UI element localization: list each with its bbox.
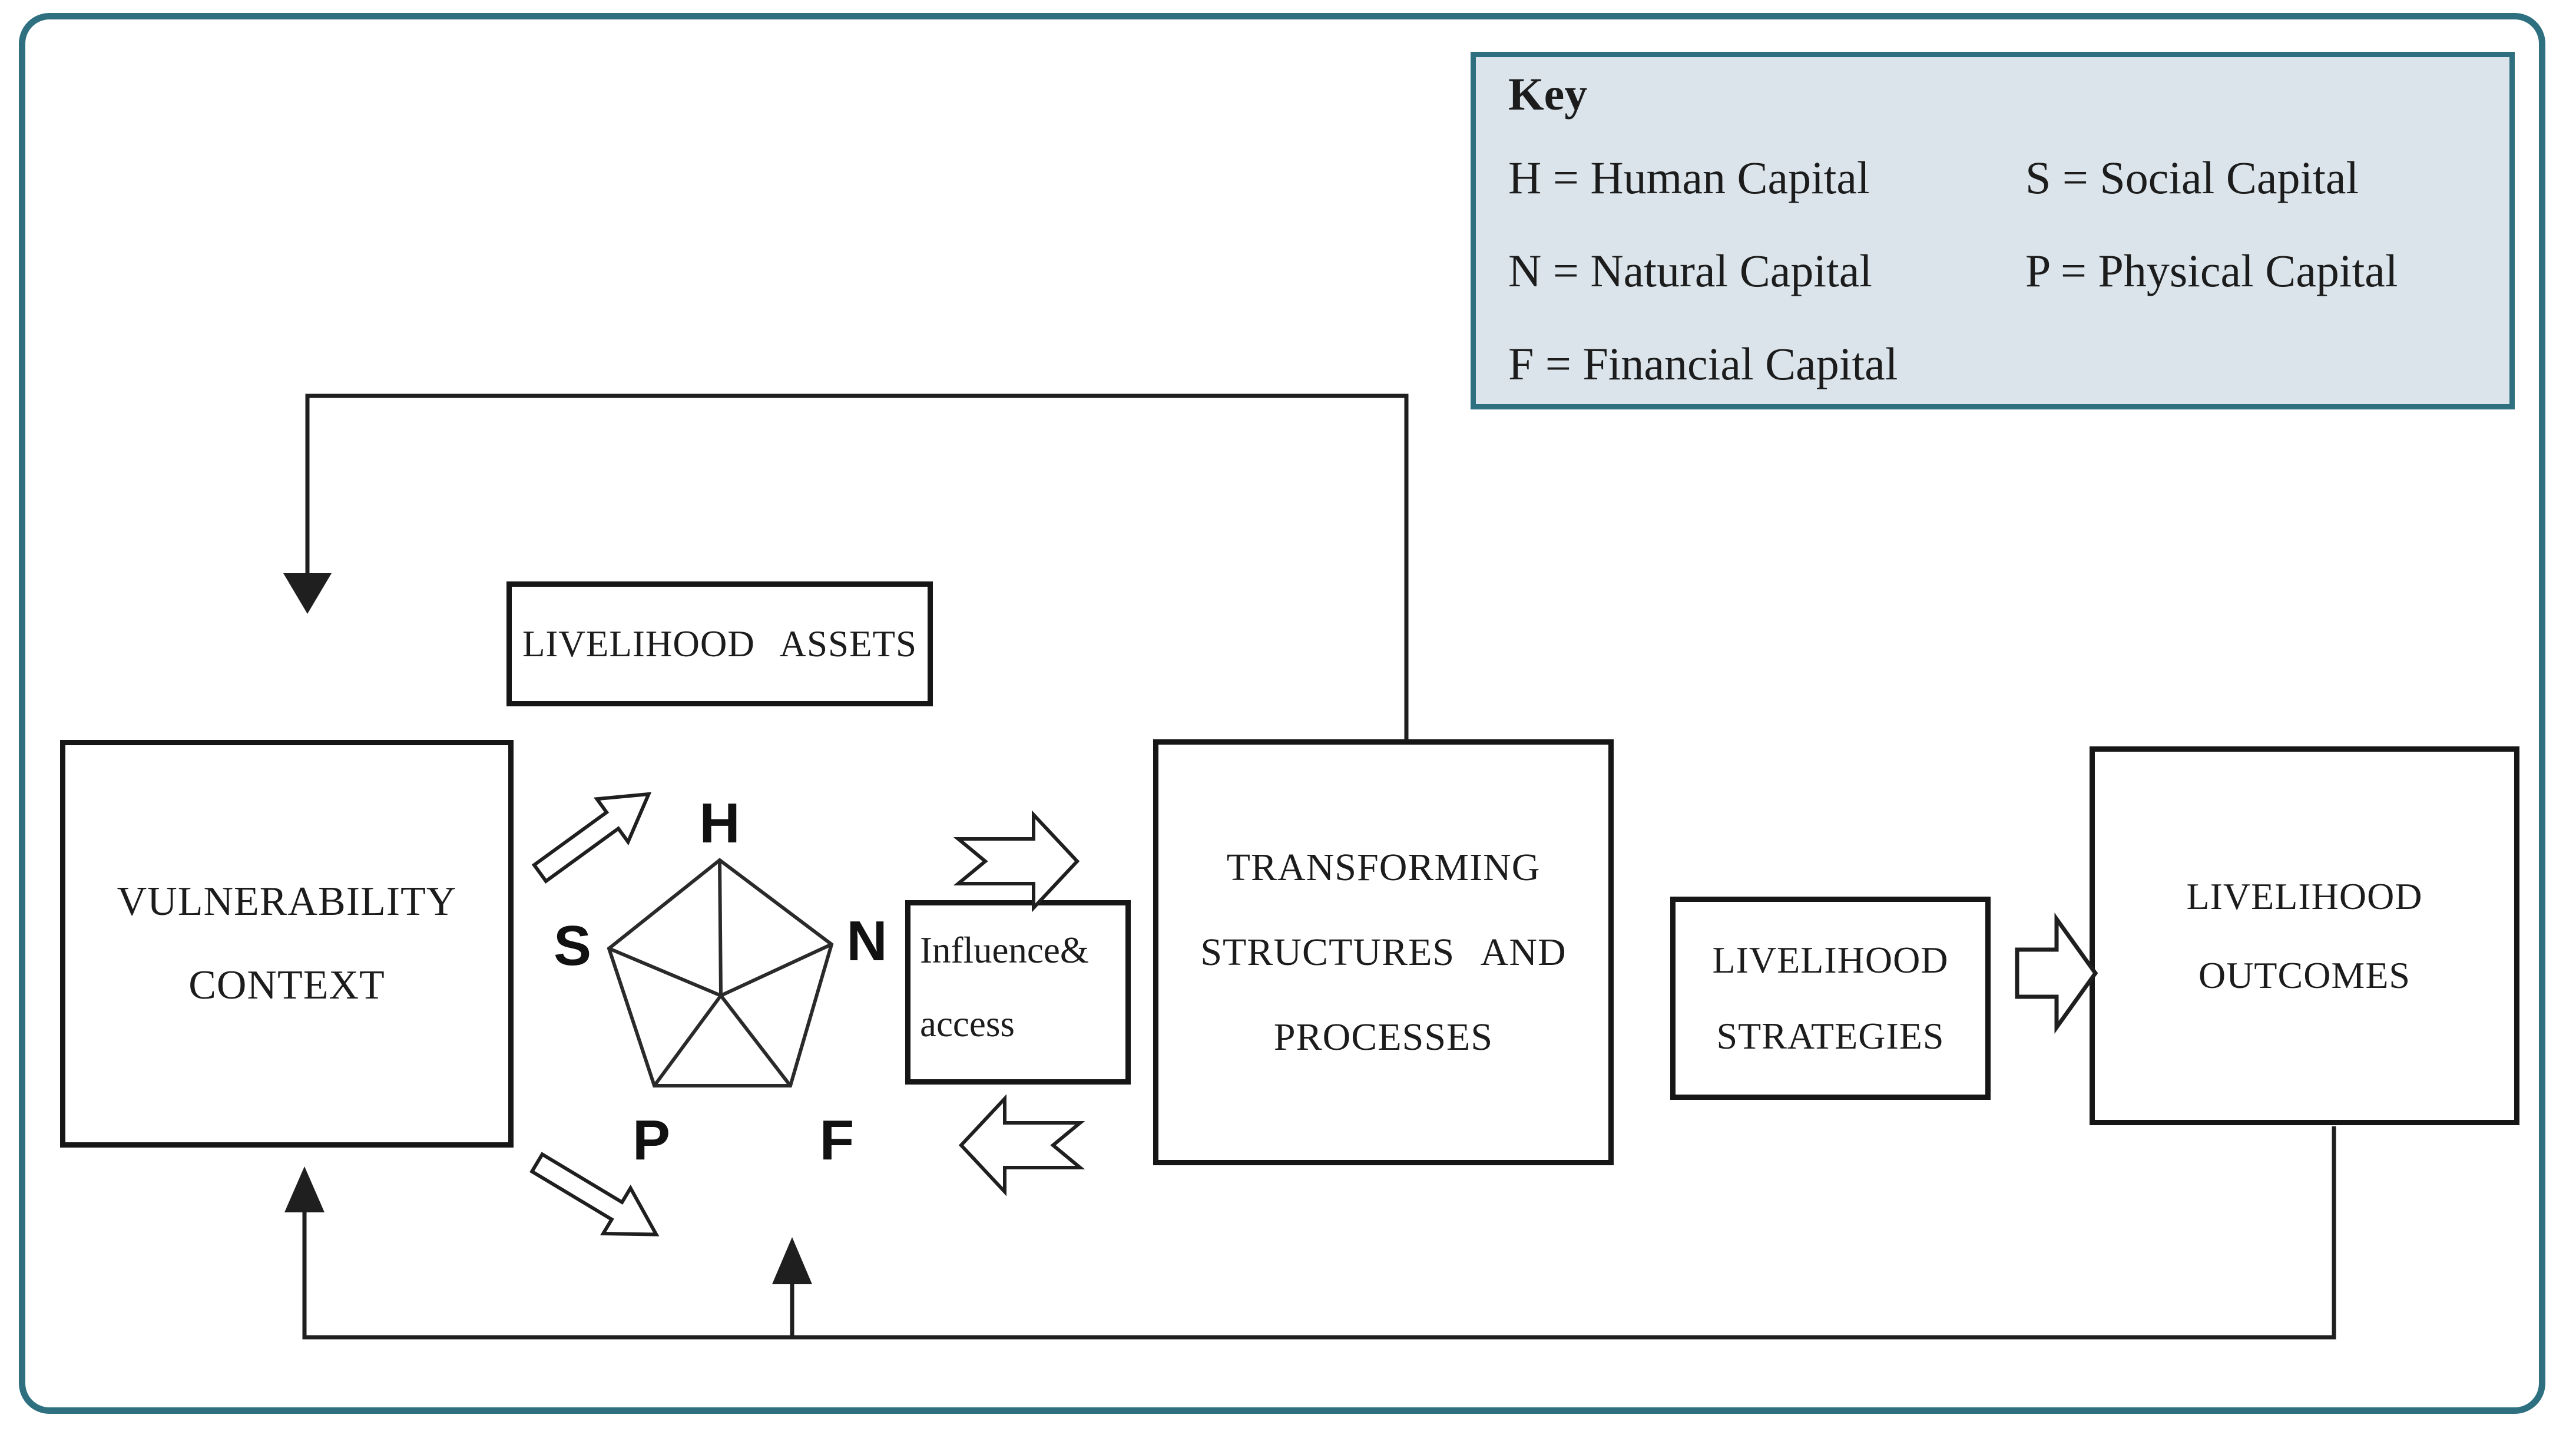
key-panel: Key H = Human Capital S = Social Capital… xyxy=(1471,52,2515,409)
outcomes-line2: OUTCOMES xyxy=(2198,954,2411,996)
pentagon-label-financial: F xyxy=(819,1109,855,1172)
strategies-line2: STRATEGIES xyxy=(1716,1015,1945,1057)
pentagon-label-natural: N xyxy=(846,910,888,973)
pentagon-label-social: S xyxy=(553,914,592,977)
outer-border xyxy=(19,13,2545,1414)
transforming-line2: STRUCTURES AND xyxy=(1200,930,1567,974)
vulnerability-context-line1: VULNERABILITY xyxy=(117,879,457,924)
influence-access-line1: Influence& xyxy=(920,930,1089,971)
key-h-human-capital: H = Human Capital xyxy=(1508,152,1870,203)
key-f-financial-capital: F = Financial Capital xyxy=(1508,338,1898,389)
key-p-physical-capital: P = Physical Capital xyxy=(2025,245,2398,296)
influence-access-line2: access xyxy=(920,1003,1015,1044)
transforming-line1: TRANSFORMING xyxy=(1226,845,1541,889)
influence-access-box: Influence& access xyxy=(905,900,1131,1085)
key-n-natural-capital: N = Natural Capital xyxy=(1508,245,1872,296)
key-s-social-capital: S = Social Capital xyxy=(2025,152,2359,203)
key-title: Key xyxy=(1508,68,1588,120)
pentagon-label-human: H xyxy=(699,792,740,855)
key-row-1: H = Human Capital S = Social Capital xyxy=(1508,151,2359,204)
livelihood-strategies-box: LIVELIHOOD STRATEGIES xyxy=(1670,897,1991,1100)
livelihood-outcomes-box: LIVELIHOOD OUTCOMES xyxy=(2090,746,2519,1125)
strategies-line1: LIVELIHOOD xyxy=(1712,939,1949,981)
outcomes-line1: LIVELIHOOD xyxy=(2186,875,2423,917)
livelihood-assets-label: LIVELIHOOD ASSETS xyxy=(522,623,918,665)
vulnerability-context-line2: CONTEXT xyxy=(188,963,385,1008)
transforming-structures-box: TRANSFORMING STRUCTURES AND PROCESSES xyxy=(1153,739,1614,1165)
key-row-3: F = Financial Capital xyxy=(1508,338,1898,391)
pentagon-label-physical: P xyxy=(632,1109,671,1172)
key-row-2: N = Natural Capital P = Physical Capital xyxy=(1508,244,2398,297)
livelihood-assets-box: LIVELIHOOD ASSETS xyxy=(506,581,933,706)
vulnerability-context-box: VULNERABILITY CONTEXT xyxy=(60,740,514,1148)
transforming-line3: PROCESSES xyxy=(1273,1015,1494,1059)
